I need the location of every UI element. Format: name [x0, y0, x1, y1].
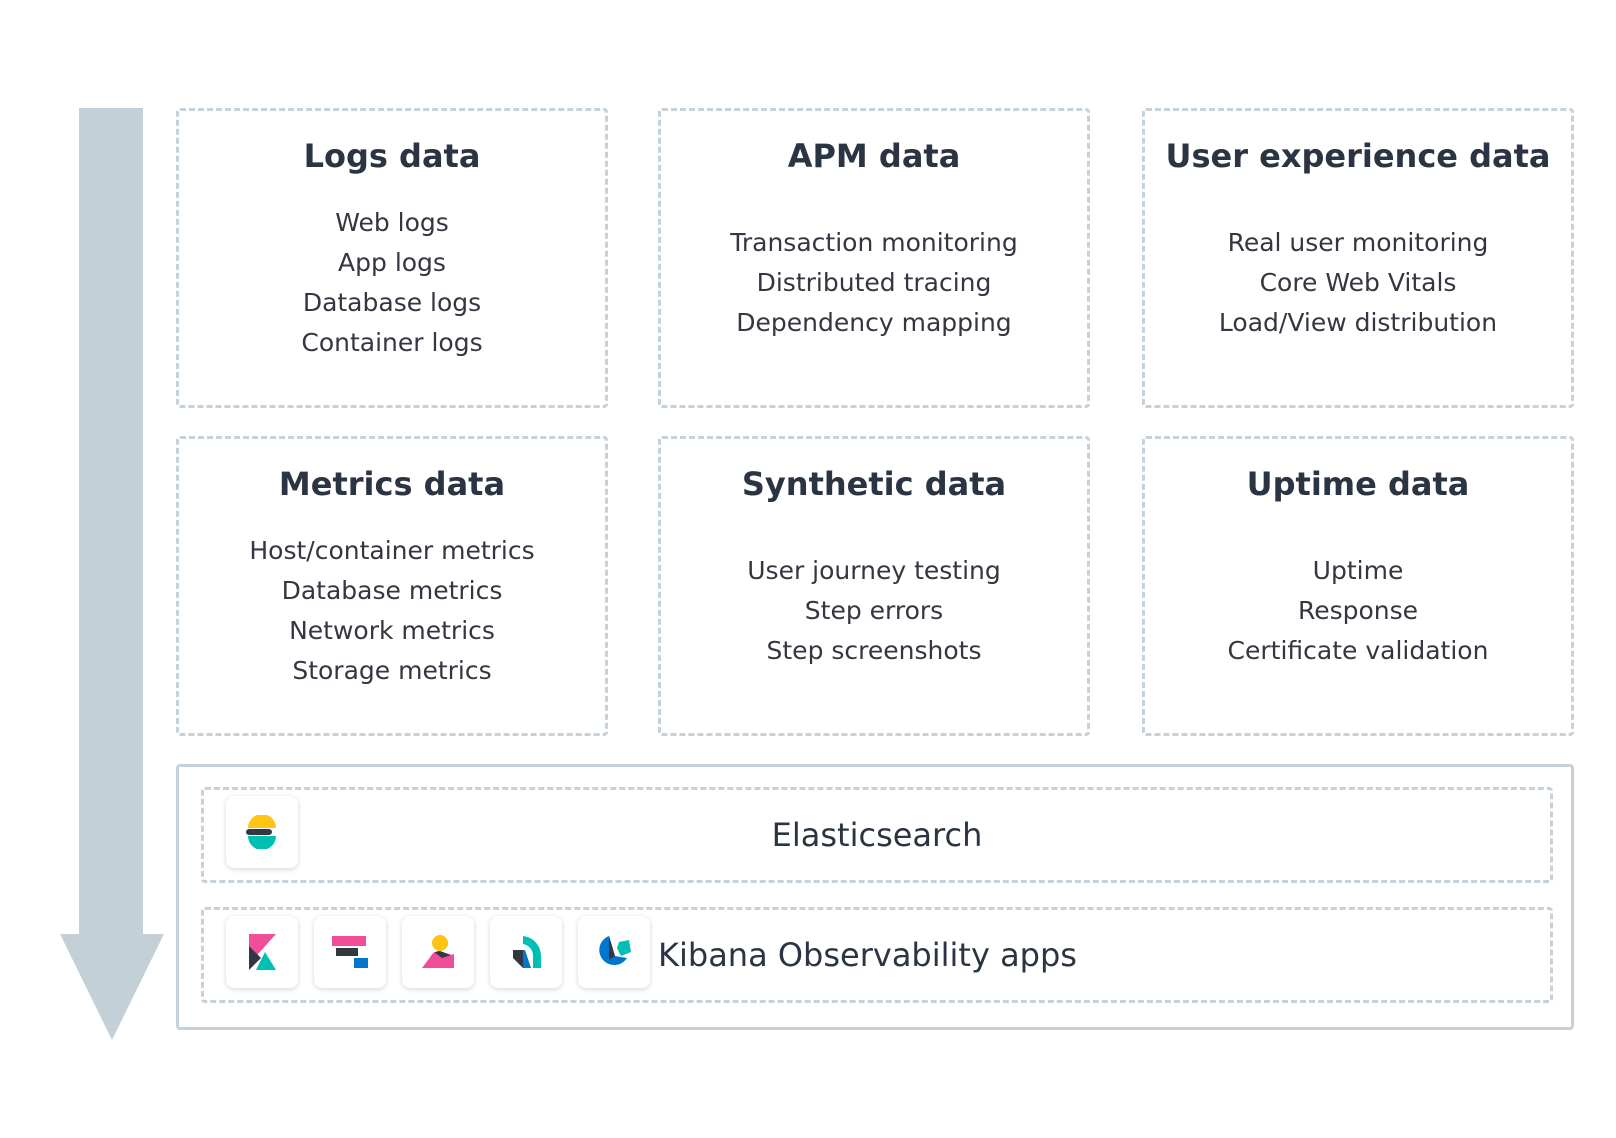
card-title: Uptime data — [1246, 465, 1470, 503]
list-item: Uptime — [1312, 556, 1404, 585]
apm-data-card: APM data Transaction monitoring Distribu… — [658, 108, 1090, 408]
uptime-data-card: Uptime data Uptime Response Certificate … — [1142, 436, 1574, 736]
card-title: User experience data — [1165, 137, 1551, 175]
list-item: Core Web Vitals — [1259, 268, 1457, 297]
metrics-app-tile — [490, 916, 562, 988]
card-title: Metrics data — [278, 465, 506, 503]
card-item-list: Uptime Response Certificate validation — [1145, 551, 1571, 671]
card-item-list: Real user monitoring Core Web Vitals Loa… — [1145, 223, 1571, 343]
uptime-app-tile — [402, 916, 474, 988]
card-item-list: User journey testing Step errors Step sc… — [661, 551, 1087, 671]
elasticsearch-logo-icon — [246, 815, 276, 849]
list-item: Certificate validation — [1227, 636, 1489, 665]
list-item: Load/View distribution — [1218, 308, 1498, 337]
uptime-app-icon — [422, 935, 454, 968]
card-item-list: Transaction monitoring Distributed traci… — [661, 223, 1087, 343]
list-item: Transaction monitoring — [730, 228, 1018, 257]
flow-arrow — [60, 108, 164, 1040]
logs-app-tile — [314, 916, 386, 988]
card-title: Logs data — [303, 137, 481, 175]
list-item: Real user monitoring — [1227, 228, 1489, 257]
card-item-list: Web logs App logs Database logs Containe… — [179, 203, 605, 363]
list-item: Step screenshots — [766, 636, 982, 665]
list-item: Response — [1297, 596, 1419, 625]
card-title: Synthetic data — [741, 465, 1007, 503]
list-item: Network metrics — [289, 616, 495, 645]
list-item: Database logs — [302, 288, 482, 317]
synthetic-data-card: Synthetic data User journey testing Step… — [658, 436, 1090, 736]
list-item: Web logs — [335, 208, 449, 237]
list-item: Container logs — [301, 328, 483, 357]
elastic-stack-container: Elasticsearch — [176, 764, 1574, 1030]
list-item: Dependency mapping — [736, 308, 1012, 337]
apm-app-icon — [599, 936, 631, 966]
kibana-logo-icon — [249, 934, 276, 970]
list-item: Distributed tracing — [756, 268, 992, 297]
list-item: User journey testing — [747, 556, 1001, 585]
elasticsearch-logo-tile — [226, 796, 298, 868]
kibana-observability-layer: Kibana Observability apps — [201, 907, 1553, 1003]
elasticsearch-layer: Elasticsearch — [201, 787, 1553, 883]
user-experience-data-card: User experience data Real user monitorin… — [1142, 108, 1574, 408]
logs-app-icon — [332, 936, 368, 968]
list-item: App logs — [338, 248, 446, 277]
list-item: Storage metrics — [292, 656, 492, 685]
card-title: APM data — [787, 137, 961, 175]
apm-app-tile — [578, 916, 650, 988]
kibana-observability-label: Kibana Observability apps — [658, 936, 1077, 974]
card-item-list: Host/container metrics Database metrics … — [179, 531, 605, 691]
elasticsearch-label: Elasticsearch — [771, 816, 983, 854]
kibana-logo-tile — [226, 916, 298, 988]
list-item: Step errors — [804, 596, 944, 625]
metrics-app-icon — [513, 936, 542, 968]
list-item: Host/container metrics — [249, 536, 535, 565]
logs-data-card: Logs data Web logs App logs Database log… — [176, 108, 608, 408]
metrics-data-card: Metrics data Host/container metrics Data… — [176, 436, 608, 736]
list-item: Database metrics — [281, 576, 503, 605]
